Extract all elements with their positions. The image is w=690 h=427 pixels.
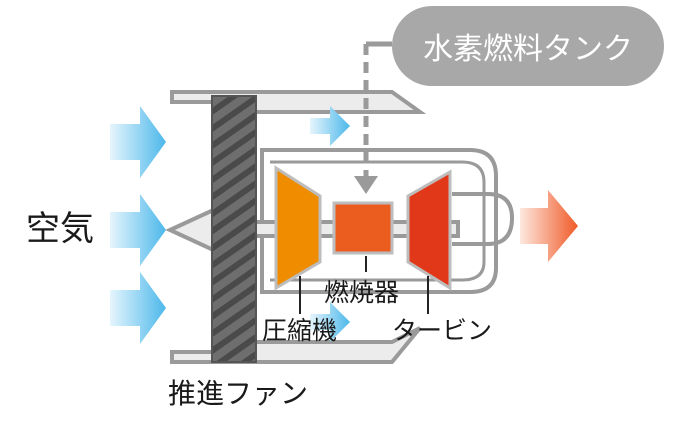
turbine-block	[406, 169, 452, 291]
nacelle-upper-lip	[170, 90, 427, 114]
fuel-feed-arrowhead	[354, 176, 378, 194]
compressor-block	[274, 165, 322, 291]
air-label: 空気	[26, 209, 94, 249]
exhaust-arrow	[520, 190, 578, 262]
intake-arrow-top	[110, 106, 166, 178]
intake-arrow-bottom	[110, 272, 166, 344]
intake-arrows	[110, 106, 350, 344]
fan-label: 推進ファン	[168, 377, 309, 410]
compressor-label: 圧縮機	[262, 316, 338, 345]
intake-arrow-middle	[110, 194, 166, 266]
combustor-block	[332, 201, 394, 255]
bypass-arrow-top	[310, 106, 350, 146]
fan-blades	[211, 95, 257, 363]
core-casing	[260, 148, 498, 294]
exhaust-loop	[452, 192, 515, 246]
label-leaders	[299, 256, 429, 314]
combustor-label: 燃焼器	[324, 278, 400, 307]
bypass-arrow-bottom	[310, 302, 350, 342]
core-inner-line	[270, 160, 486, 282]
hydrogen-tank-label: 水素燃料タンク	[392, 6, 664, 86]
fuel-feed-line	[363, 41, 392, 176]
turbine-label: タービン	[392, 316, 493, 345]
